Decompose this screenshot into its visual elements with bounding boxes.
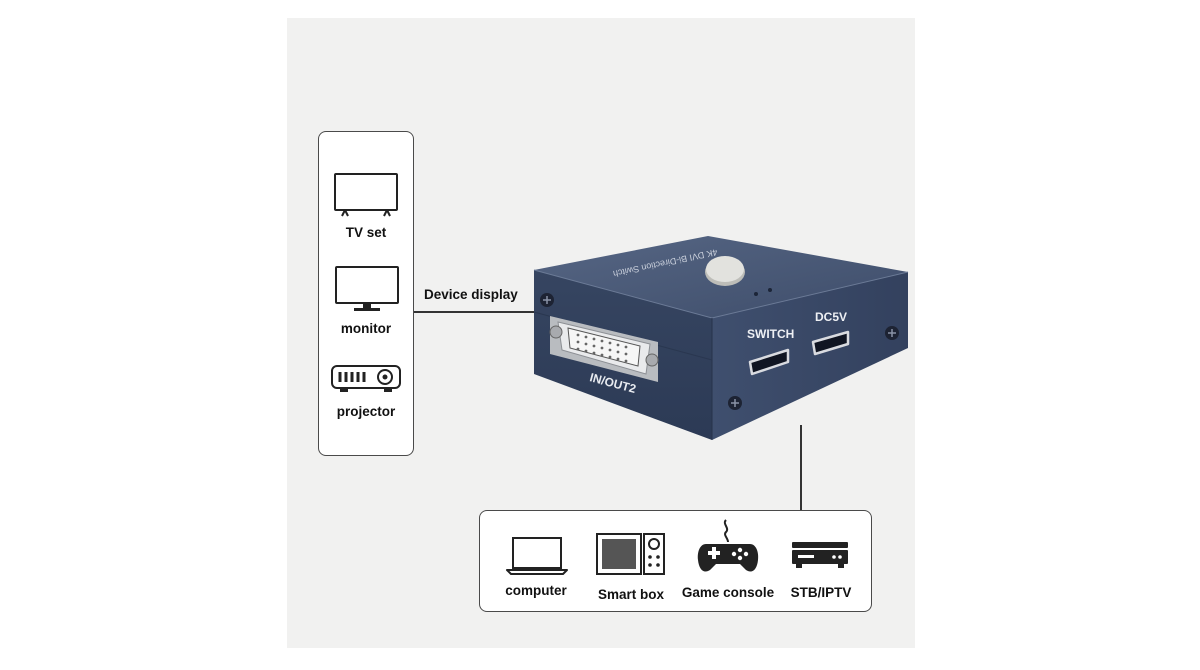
switch-port-label: SWITCH <box>747 327 795 341</box>
device-display-label: Device display <box>424 287 518 302</box>
tv-set-label: TV set <box>345 225 387 240</box>
dc5v-port-label: DC5V <box>815 310 848 324</box>
set-top-box-icon <box>792 542 848 568</box>
laptop-icon <box>506 537 568 575</box>
source-connector-line <box>800 425 802 511</box>
stb-iptv-label: STB/IPTV <box>790 585 852 600</box>
smart-box-label: Smart box <box>597 587 665 602</box>
monitor-label: monitor <box>340 321 392 336</box>
projector-icon <box>331 365 401 392</box>
smart-box-icon <box>596 533 665 575</box>
dvi-switch-device <box>533 236 909 440</box>
gamepad-icon <box>697 519 759 572</box>
display-connector-line <box>414 311 536 313</box>
computer-label: computer <box>505 583 567 598</box>
projector-label: projector <box>336 404 396 419</box>
game-console-label: Game console <box>681 585 775 600</box>
tv-icon <box>334 173 398 217</box>
monitor-icon <box>335 266 399 311</box>
